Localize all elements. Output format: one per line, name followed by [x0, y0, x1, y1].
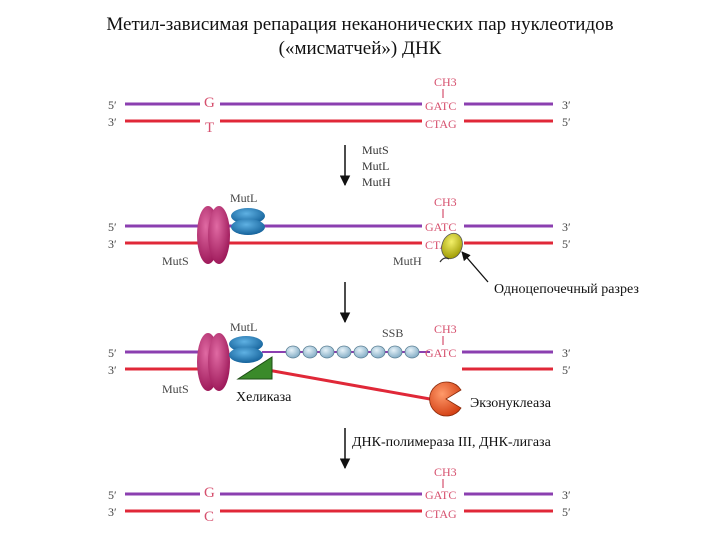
end-label-bottom-right: 5′ [562, 363, 571, 377]
methyl-label: CH3 [434, 195, 457, 209]
arrow-1: MutS MutL MutH [339, 143, 391, 189]
muts-label: MutS [162, 254, 189, 268]
ssb-bead [302, 345, 318, 359]
ctag-site: CTAG [425, 507, 457, 521]
end-label-bottom-left: 3′ [108, 505, 117, 519]
gatc-site: GATC [425, 99, 456, 113]
site-gap [422, 484, 464, 520]
muth-label: MutH [393, 254, 422, 268]
methyl-label: CH3 [434, 75, 457, 89]
nick-pointer [461, 251, 489, 283]
end-label-top-left: 5′ [108, 98, 117, 112]
site-gap [422, 94, 464, 130]
bottom-strand-unwound [261, 367, 431, 401]
ssb-label: SSB [382, 326, 403, 340]
repaired-base-top: G [204, 485, 215, 501]
exonuclease-shape [429, 381, 462, 417]
mismatch-base-top: G [204, 95, 215, 111]
methyl-label: CH3 [434, 322, 457, 336]
arrow-1-label-1: MutS [362, 143, 389, 157]
ssb-bead [285, 345, 301, 359]
exonuclease-label: Экзонуклеаза [470, 396, 552, 411]
gatc-site: GATC [425, 346, 456, 360]
end-label-top-right: 3′ [562, 98, 571, 112]
base-gap [200, 93, 220, 131]
ssb-bead [353, 345, 369, 359]
stage-3-dna: 5′ 3′ 3′ 5′ SSB CH3 GATC [108, 320, 571, 417]
ssb-bead [370, 345, 386, 359]
nick-label: Одноцепочечный разрез [494, 282, 639, 297]
arrow-3-label: ДНК-полимераза III, ДНК-лигаза [352, 435, 552, 450]
gatc-site: GATC [425, 488, 456, 502]
end-label-bottom-right: 5′ [562, 237, 571, 251]
end-label-bottom-right: 5′ [562, 115, 571, 129]
muth-protein [439, 232, 463, 263]
arrow-1-label-3: MutH [362, 175, 391, 189]
mutl-protein [231, 208, 265, 235]
ssb-bead [336, 345, 352, 359]
helicase-label: Хеликаза [236, 390, 292, 405]
ssb-bead [387, 345, 403, 359]
end-label-top-left: 5′ [108, 220, 117, 234]
end-label-top-right: 3′ [562, 220, 571, 234]
arrow-1-label-2: MutL [362, 159, 389, 173]
end-label-bottom-left: 3′ [108, 115, 117, 129]
methyl-label: CH3 [434, 465, 457, 479]
mismatch-base-bottom: T [205, 120, 214, 136]
end-label-bottom-right: 5′ [562, 505, 571, 519]
muts-protein [197, 333, 230, 391]
mutl-label: MutL [230, 191, 257, 205]
ssb-beads [285, 345, 420, 359]
repaired-base-bottom: C [204, 509, 214, 525]
helicase-shape [236, 356, 273, 380]
base-gap [200, 483, 220, 521]
ssb-bead [404, 345, 420, 359]
muts-label: MutS [162, 382, 189, 396]
ssb-bead [319, 345, 335, 359]
title-line-2: («мисматчей») ДНК [278, 38, 442, 59]
end-label-top-right: 3′ [562, 346, 571, 360]
ctag-site: CTAG [425, 117, 457, 131]
stage-2-dna: 5′ 3′ 3′ 5′ MutL MutS CH3 GATC CTAG [108, 191, 639, 297]
stage-4-dna: 5′ 3′ 3′ 5′ G C CH3 GATC CTAG [108, 465, 571, 525]
arrow-3: ДНК-полимераза III, ДНК-лигаза [339, 428, 552, 470]
end-label-top-left: 5′ [108, 346, 117, 360]
mutl-label: MutL [230, 320, 257, 334]
mutl-protein [229, 336, 263, 363]
muts-protein [197, 206, 230, 264]
gatc-site: GATC [425, 220, 456, 234]
end-label-bottom-left: 3′ [108, 363, 117, 377]
end-label-bottom-left: 3′ [108, 237, 117, 251]
end-label-top-right: 3′ [562, 488, 571, 502]
end-label-top-left: 5′ [108, 488, 117, 502]
title-line-1: Метил-зависимая репарация неканонических… [106, 14, 614, 35]
stage-1-dna: 5′ 3′ 3′ 5′ G T CH3 GATC CTAG [108, 75, 571, 136]
